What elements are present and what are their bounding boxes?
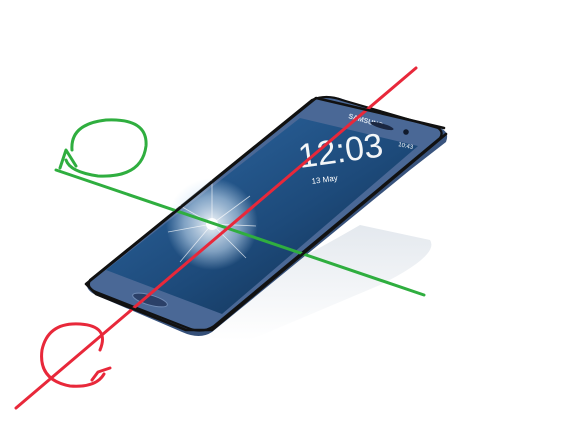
earpiece <box>370 121 394 131</box>
red-axis-line <box>14 66 418 410</box>
green-rotation-arrow-icon <box>64 118 148 178</box>
front-camera-icon <box>403 129 409 135</box>
home-button <box>132 292 168 308</box>
status-bar-time: 10:43 <box>398 142 415 151</box>
green-axis-line <box>54 168 426 297</box>
red-arrowhead-icon <box>90 366 112 382</box>
clock-date: 13 May <box>311 173 338 186</box>
phone-outline <box>84 96 448 332</box>
green-arrowhead-icon <box>58 148 78 170</box>
red-rotation-arrow-icon <box>40 322 106 388</box>
